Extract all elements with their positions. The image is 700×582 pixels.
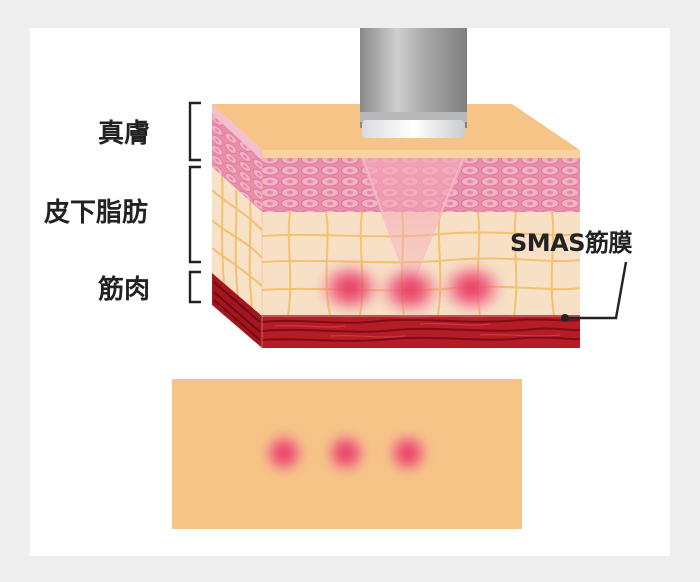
top-view-focal-point bbox=[384, 429, 432, 477]
skin-surface-edge bbox=[262, 150, 580, 158]
block-left-face bbox=[212, 104, 262, 348]
layer-brackets bbox=[188, 101, 201, 304]
focal-points-cross-section bbox=[316, 260, 506, 318]
label-smas-fascia: SMAS筋膜 bbox=[510, 229, 633, 257]
ultrasound-beam bbox=[360, 158, 466, 290]
skin-top-view bbox=[172, 379, 522, 529]
top-view-focal-point bbox=[322, 429, 370, 477]
label-subcutaneous-fat: 皮下脂肪 bbox=[44, 198, 148, 228]
focal-point bbox=[316, 260, 384, 316]
smas-leader-line bbox=[566, 261, 628, 320]
hifu-device-tip bbox=[362, 120, 465, 138]
top-view-focal-point bbox=[260, 429, 308, 477]
hifu-device bbox=[360, 28, 467, 138]
muscle-fibers bbox=[262, 318, 580, 342]
label-muscle: 筋肉 bbox=[98, 274, 150, 305]
focal-point bbox=[376, 262, 444, 318]
smas-leader-dot bbox=[561, 314, 569, 322]
focal-points-top-view bbox=[260, 429, 432, 477]
label-dermis: 真膚 bbox=[98, 119, 150, 149]
block-front-face bbox=[262, 157, 580, 348]
focal-point bbox=[438, 260, 506, 316]
